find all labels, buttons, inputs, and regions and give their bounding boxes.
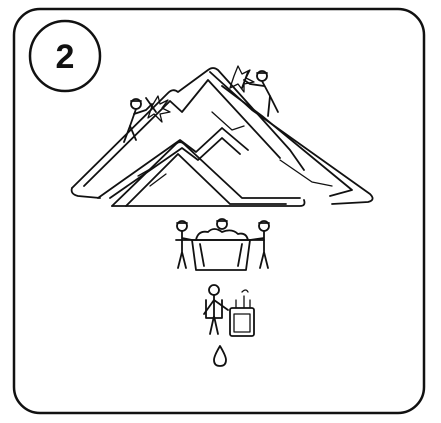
step-badge: 2 xyxy=(30,21,100,91)
step-number: 2 xyxy=(56,38,75,76)
